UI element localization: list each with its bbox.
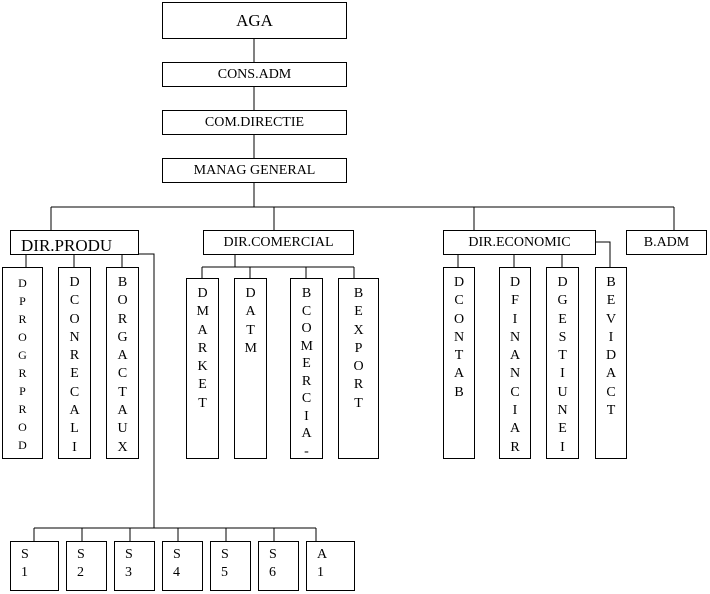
dept-label: BEXPORT <box>353 286 364 411</box>
dept-label: BCOMERCIA- <box>300 286 313 459</box>
dept-label: DGESTIUNEI <box>557 275 568 455</box>
manag-general-box: MANAG GENERAL <box>162 158 347 183</box>
section-box: S1 <box>10 541 59 591</box>
dept-label: DMARKET <box>196 286 209 411</box>
cons-adm-box: CONS.ADM <box>162 62 347 87</box>
section-label: S2 <box>77 547 85 580</box>
section-label: S6 <box>269 547 277 580</box>
dept-box: BORGACTAUX <box>106 267 139 459</box>
dept-label: BEVIDACT <box>605 275 617 419</box>
aga-box: AGA <box>162 2 347 39</box>
dir-comercial-label: DIR.COMERCIAL <box>223 234 334 250</box>
dept-label: DATM <box>244 286 257 356</box>
section-box: S5 <box>210 541 251 591</box>
section-box: S6 <box>258 541 299 591</box>
aga-label: AGA <box>236 10 273 30</box>
dept-box: BEXPORT <box>338 278 379 459</box>
com-directie-box: COM.DIRECTIE <box>162 110 347 135</box>
dept-box: DFINANCIAR <box>499 267 531 459</box>
dept-box: DPROGRPROD <box>2 267 43 459</box>
dept-label: BORGACTAUX <box>117 275 128 455</box>
dept-box: BCOMERCIA- <box>290 278 323 459</box>
dept-label: DCONRECALI <box>69 275 80 455</box>
com-directie-label: COM.DIRECTIE <box>204 114 305 130</box>
section-label: S3 <box>125 547 133 580</box>
dir-productie-label: DIR.PRODU <box>21 236 113 255</box>
dept-label: DFINANCIAR <box>509 275 521 455</box>
dept-box: DGESTIUNEI <box>546 267 579 459</box>
dir-economic-box: DIR.ECONOMIC <box>443 230 596 255</box>
dept-box: BEVIDACT <box>595 267 627 459</box>
section-label: S1 <box>21 547 29 580</box>
dir-comercial-box: DIR.COMERCIAL <box>203 230 354 255</box>
dir-economic-label: DIR.ECONOMIC <box>468 234 571 250</box>
b-adm-box: B.ADM <box>626 230 707 255</box>
cons-adm-label: CONS.ADM <box>217 66 292 82</box>
section-box: S2 <box>66 541 107 591</box>
dept-box: DCONRECALI <box>58 267 91 459</box>
dept-label: DPROGRPROD <box>18 276 27 452</box>
section-label: S4 <box>173 547 181 580</box>
manag-general-label: MANAG GENERAL <box>193 162 316 178</box>
section-box: S3 <box>114 541 155 591</box>
b-adm-label: B.ADM <box>643 234 690 250</box>
dept-box: DMARKET <box>186 278 219 459</box>
dept-box: DATM <box>234 278 267 459</box>
section-box: S4 <box>162 541 203 591</box>
dir-productie-box: DIR.PRODU <box>10 230 139 255</box>
section-label: A1 <box>317 547 328 580</box>
section-label: S5 <box>221 547 229 580</box>
dept-box: DCONTAB <box>443 267 475 459</box>
section-box: A1 <box>306 541 355 591</box>
dept-label: DCONTAB <box>453 275 465 400</box>
